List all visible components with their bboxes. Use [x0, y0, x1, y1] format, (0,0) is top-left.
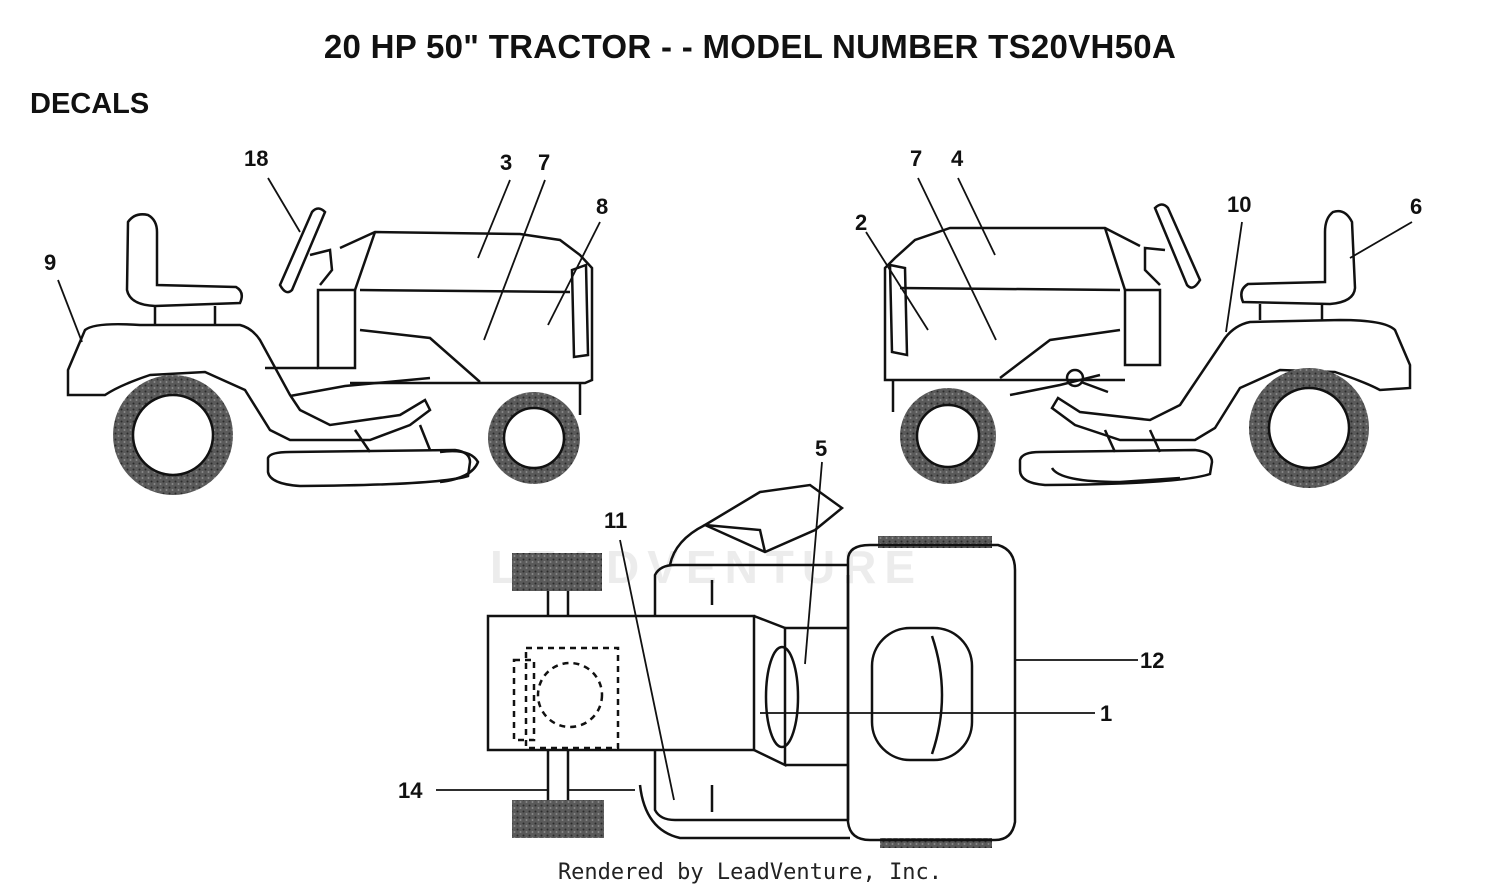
section-title: DECALS	[30, 88, 150, 120]
footer-credit: Rendered by LeadVenture, Inc.	[557, 860, 943, 885]
right-hood	[1123, 288, 1162, 367]
callout-label: 12	[1140, 648, 1164, 673]
callout-label: 1	[1100, 701, 1112, 726]
leader-lines	[57, 177, 1413, 801]
tractor-left-view	[66, 207, 594, 488]
page-title: 20 HP 50" TRACTOR - - MODEL NUMBER TS20V…	[323, 28, 1177, 65]
right-view-wheels	[900, 368, 1369, 488]
top-front-tire-lower	[512, 800, 604, 838]
callout-label: 7	[538, 150, 550, 175]
callout-label: 6	[1410, 194, 1422, 219]
top-rear-tire-lower	[880, 838, 992, 848]
callout-label: 3	[500, 150, 512, 175]
callout-label: 11	[604, 508, 627, 533]
callout-label: 5	[815, 436, 827, 461]
top-steering	[702, 483, 845, 554]
callout-label: 8	[596, 194, 608, 219]
callout-label: 9	[44, 250, 56, 275]
callout-label: 14	[398, 778, 423, 803]
callout-label: 18	[244, 146, 268, 171]
left-seat	[125, 213, 244, 308]
callout-label: 10	[1227, 192, 1251, 217]
tractor-top-view	[486, 483, 1017, 848]
right-mower-deck	[1018, 448, 1214, 487]
right-rear-fender	[1050, 318, 1412, 442]
top-hood	[486, 614, 756, 752]
callout-label: 7	[910, 146, 922, 171]
left-view-wheels	[113, 375, 580, 495]
top-front-tire-upper	[512, 553, 602, 591]
top-seat	[870, 626, 974, 762]
left-steering-wheel	[278, 207, 327, 294]
callout-label: 4	[951, 146, 964, 171]
callout-label: 2	[855, 210, 867, 235]
left-hood	[316, 288, 357, 370]
right-seat	[1240, 209, 1357, 306]
left-mower-deck	[266, 448, 472, 488]
right-steering-wheel	[1153, 203, 1202, 289]
top-rear-fender	[846, 543, 1017, 842]
callout-labels: 18 3 7 8 9 7 4 2 10 6 5 11 12 1 14	[44, 146, 1422, 803]
tractor-right-view	[883, 203, 1412, 487]
